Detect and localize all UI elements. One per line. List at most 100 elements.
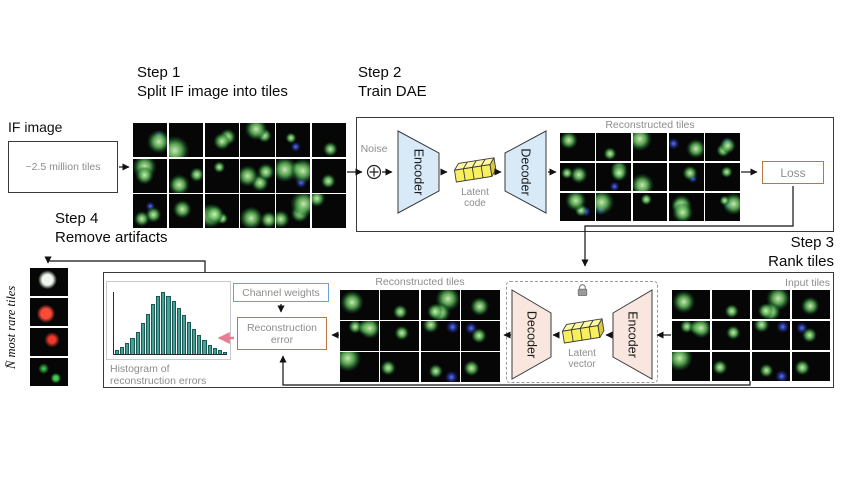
image-tile	[711, 320, 751, 351]
channel-weights-box: Channel weights	[233, 283, 329, 302]
image-tile	[380, 321, 420, 351]
latent-vector-cubes	[562, 318, 605, 344]
image-tile	[668, 133, 704, 162]
histogram-bar	[207, 344, 212, 354]
step3-label: Step 3 Rank tiles	[655, 233, 834, 271]
image-tile	[461, 290, 500, 320]
histogram-bar	[176, 307, 181, 354]
image-tile	[560, 162, 595, 192]
image-tile	[705, 162, 740, 192]
rare-tile	[30, 297, 68, 327]
dae-encoder: Encoder	[397, 130, 440, 214]
histogram-bar	[135, 331, 140, 354]
histogram-bar	[145, 314, 150, 354]
histogram-bar	[166, 295, 171, 354]
rank-reconstructed-label: Reconstructed tiles	[375, 276, 465, 288]
image-tile	[672, 290, 711, 320]
image-tile	[204, 123, 239, 157]
histogram-bar	[212, 347, 217, 354]
histogram-bar	[140, 323, 145, 354]
histogram-caption-line1: Histogram of	[110, 363, 170, 375]
rank-decoder-label: Decoder	[525, 311, 539, 358]
image-tile	[340, 290, 379, 320]
histogram-bar	[186, 321, 192, 354]
histogram-bar	[222, 352, 228, 354]
rare-tile	[30, 327, 68, 357]
image-tile	[791, 320, 830, 351]
histogram-bar	[171, 300, 176, 354]
image-tile	[751, 290, 791, 320]
image-tile	[276, 123, 311, 157]
latent-code-cubes	[454, 157, 497, 183]
if-image-box: ~2.5 million tiles	[8, 141, 118, 193]
image-tile	[380, 352, 420, 382]
image-tile	[705, 192, 740, 221]
rare-tiles-strip	[30, 268, 68, 386]
image-tile	[133, 123, 168, 157]
image-tile	[672, 351, 711, 381]
loss-label: Loss	[780, 165, 806, 180]
reconstruction-error-box: Reconstruction error	[237, 317, 327, 350]
image-tile	[204, 194, 239, 228]
image-tile	[276, 194, 311, 228]
step2-label: Step 2 Train DAE	[358, 63, 427, 101]
step1-label: Step 1 Split IF image into tiles	[137, 63, 288, 101]
latent-vector-label: Latent vector	[553, 348, 611, 370]
histogram-bar	[150, 304, 156, 354]
latent-vector-line2: vector	[568, 358, 596, 370]
image-tile	[705, 133, 740, 162]
histogram-bar	[130, 337, 135, 354]
step3-box	[103, 272, 834, 388]
rank-encoder: Encoder	[612, 289, 653, 380]
image-tile	[420, 290, 460, 320]
image-tile	[340, 352, 379, 382]
step4-label: Step 4 Remove artifacts	[55, 209, 168, 247]
rank-decoder: Decoder	[511, 289, 552, 380]
step4-subtitle: Remove artifacts	[55, 229, 168, 246]
image-tile	[311, 194, 346, 228]
image-tile	[711, 290, 751, 320]
image-tile	[791, 351, 830, 381]
dae-decoder: Decoder	[504, 130, 547, 214]
dae-reconstructed-grid	[560, 133, 740, 221]
image-tile	[596, 192, 632, 221]
reconstruction-error-line2: error	[270, 333, 294, 346]
histogram-bars	[115, 292, 228, 354]
image-tile	[380, 290, 420, 320]
image-tile	[276, 158, 311, 193]
image-tile	[560, 192, 595, 221]
image-tile	[311, 123, 346, 157]
lock-icon	[577, 284, 588, 296]
rare-tile	[30, 357, 68, 386]
image-tile	[133, 194, 168, 228]
histogram-bar	[156, 296, 161, 354]
step2-title: Step 2	[358, 64, 402, 81]
histogram-bar	[161, 292, 166, 354]
latent-code-label: Latent code	[445, 187, 505, 209]
histogram-caption-line2: reconstruction errors	[110, 375, 207, 387]
step1-subtitle: Split IF image into tiles	[137, 83, 288, 100]
image-tile	[560, 133, 595, 162]
histogram-bar	[120, 346, 125, 354]
image-tile	[751, 320, 791, 351]
step4-title: Step 4	[55, 210, 99, 227]
image-tile	[711, 351, 751, 381]
noise-label: Noise	[360, 143, 388, 155]
rank-input-label: Input tiles	[785, 277, 830, 289]
dae-reconstructed-label: Reconstructed tiles	[605, 119, 695, 131]
image-tile	[240, 158, 275, 193]
histogram-axes	[113, 292, 228, 355]
histogram-frame	[106, 281, 231, 360]
image-tile	[168, 158, 203, 193]
rank-reconstructed-grid	[340, 290, 500, 382]
reconstruction-error-line1: Reconstruction	[246, 321, 318, 334]
rank-input-grid	[672, 290, 830, 381]
histogram-caption: Histogram of reconstruction errors	[110, 363, 206, 387]
latent-vector-line1: Latent	[568, 348, 596, 359]
dae-decoder-label: Decoder	[519, 148, 533, 195]
histogram-bar	[115, 349, 120, 354]
image-tile	[168, 123, 203, 157]
step1-tile-grid	[133, 123, 346, 228]
channel-weights-label: Channel weights	[242, 286, 320, 299]
